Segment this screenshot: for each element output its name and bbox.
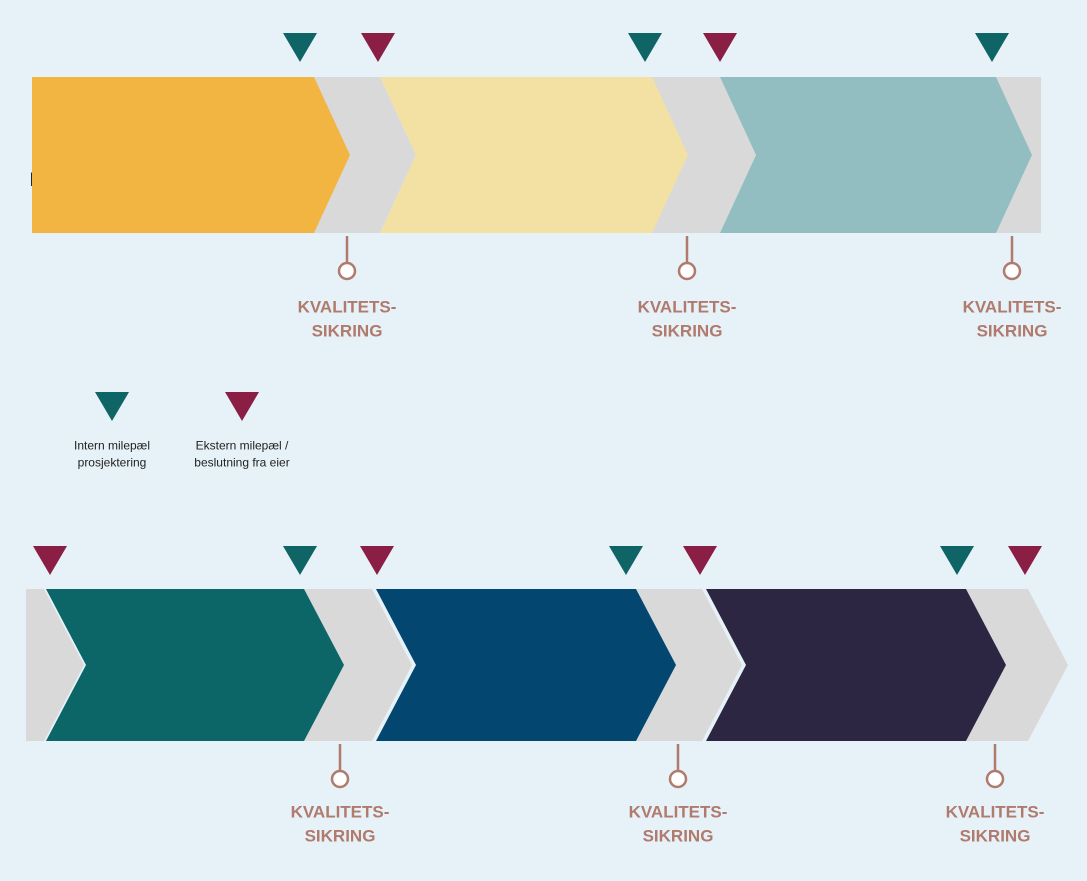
quality-label-line: KVALITETS- — [629, 802, 728, 821]
external-milestone-icon — [33, 546, 67, 575]
legend-internal-milestone-icon — [95, 392, 129, 421]
connector-chevron — [26, 589, 84, 741]
quality-label-line: SIKRING — [312, 321, 383, 340]
connector-chevron — [644, 77, 756, 233]
quality-checkpoint-icon — [677, 261, 697, 281]
step-chevron-3 — [706, 589, 1006, 741]
step-chevron-1 — [46, 589, 344, 741]
legend-external-milestone-icon — [225, 392, 259, 421]
internal-milestone-icon — [940, 546, 974, 575]
quality-checkpoint-icon — [330, 769, 350, 789]
internal-milestone-icon — [283, 33, 317, 62]
internal-milestone-icon — [283, 546, 317, 575]
legend-label-line: Intern milepæl — [74, 439, 150, 453]
connector-chevron — [966, 589, 1068, 741]
internal-milestone-icon — [609, 546, 643, 575]
internal-milestone-icon — [975, 33, 1009, 62]
connector-chevron — [636, 589, 742, 741]
quality-label-line: KVALITETS- — [963, 297, 1062, 316]
step-chevron-1 — [32, 77, 350, 233]
quality-checkpoint-icon — [985, 769, 1005, 789]
internal-milestone-icon — [628, 33, 662, 62]
legend-label-line: prosjektering — [78, 456, 147, 470]
quality-label-line: KVALITETS- — [298, 297, 397, 316]
quality-label-line: SIKRING — [643, 826, 714, 845]
quality-label-line: SIKRING — [960, 826, 1031, 845]
step-chevron-2 — [376, 589, 676, 741]
external-milestone-icon — [361, 33, 395, 62]
quality-label-line: KVALITETS- — [638, 297, 737, 316]
quality-checkpoint-icon — [1002, 261, 1022, 281]
external-milestone-icon — [1008, 546, 1042, 575]
external-milestone-icon — [360, 546, 394, 575]
quality-label-line: SIKRING — [305, 826, 376, 845]
legend-label-line: Ekstern milepæl / — [196, 439, 289, 453]
connector-chevron — [306, 77, 416, 233]
legend-label-line: beslutning fra eier — [194, 456, 289, 470]
external-milestone-icon — [703, 33, 737, 62]
quality-checkpoint-icon — [668, 769, 688, 789]
step-chevron-2 — [380, 77, 688, 233]
quality-label-line: SIKRING — [652, 321, 723, 340]
quality-checkpoint-icon — [337, 261, 357, 281]
connector-chevron — [302, 589, 412, 741]
connector-chevron — [990, 77, 1041, 233]
external-milestone-icon — [683, 546, 717, 575]
step-chevron-3 — [720, 77, 1032, 233]
quality-label-line: KVALITETS- — [946, 802, 1045, 821]
quality-label-line: SIKRING — [977, 321, 1048, 340]
quality-label-line: KVALITETS- — [291, 802, 390, 821]
